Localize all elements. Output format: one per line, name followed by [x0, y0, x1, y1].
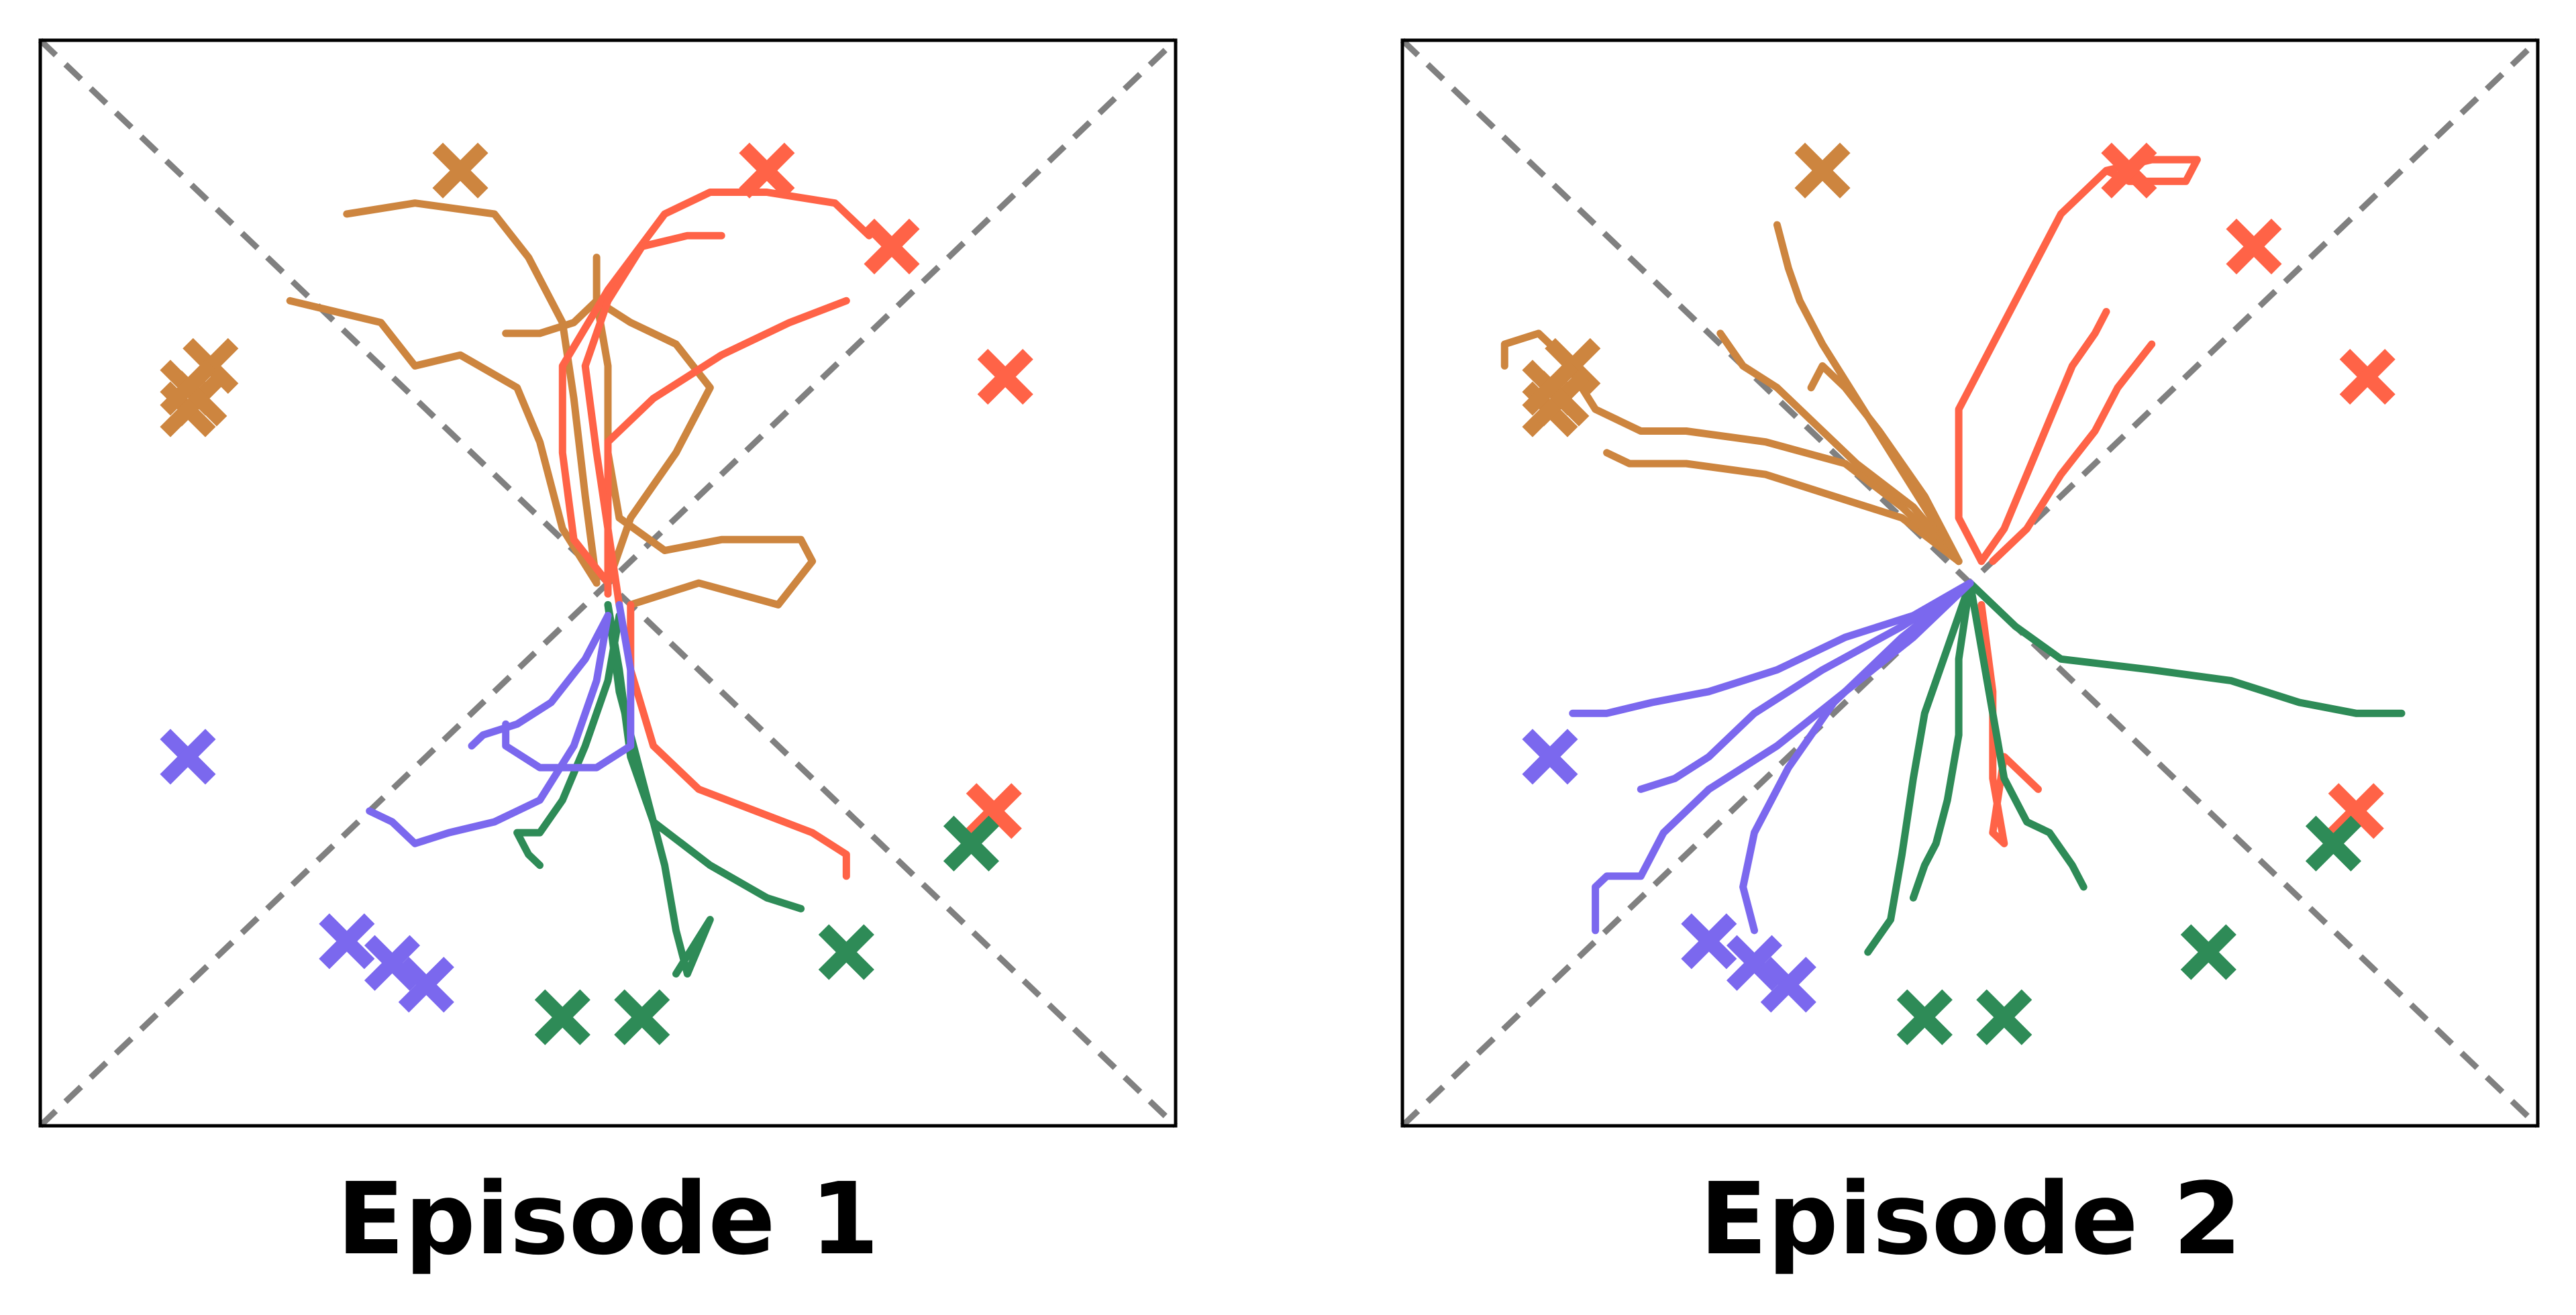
purple-trajectory: [502, 600, 635, 772]
purple-target-marker: [1522, 729, 1578, 785]
green-target-marker: [534, 989, 590, 1045]
purple-trajectory: [1592, 579, 1974, 935]
red-target-marker: [2339, 349, 2395, 405]
red-trajectory: [1955, 156, 2201, 566]
red-target-marker: [2226, 218, 2282, 274]
red-target-marker: [864, 218, 920, 274]
orange-trajectory: [1603, 449, 1963, 566]
orange-trajectory: [1773, 221, 1963, 566]
orange-trajectory: [593, 254, 817, 609]
purple-trajectory: [366, 612, 612, 847]
green-trajectory: [1909, 579, 1974, 902]
green-target-marker: [943, 815, 999, 872]
red-trajectory: [604, 297, 850, 598]
green-target-marker: [614, 989, 670, 1045]
purple-trajectory: [1569, 579, 1974, 717]
axes-frame: [38, 38, 1178, 1128]
orange-trajectory: [1807, 362, 1963, 566]
purple-target-marker: [364, 935, 421, 991]
purple-target-marker: [160, 729, 216, 785]
orange-trajectory: [1500, 329, 1963, 566]
purple-target-marker: [319, 913, 375, 969]
purple-trajectory: [1637, 579, 1974, 793]
green-target-marker: [818, 924, 874, 980]
green-trajectory: [604, 600, 714, 978]
orange-trajectory: [286, 297, 601, 587]
red-trajectory: [627, 600, 850, 880]
green-target-marker: [1976, 989, 2032, 1045]
green-trajectory: [513, 612, 623, 870]
episode-2-title: Episode 2: [1700, 1161, 2242, 1277]
orange-target-marker: [1522, 360, 1578, 416]
red-trajectory: [1989, 340, 2156, 566]
purple-trajectory: [468, 612, 612, 750]
purple-target-marker: [398, 957, 454, 1013]
red-trajectory: [581, 231, 725, 609]
purple-target-marker: [1681, 913, 1737, 969]
orange-target-marker: [1794, 142, 1851, 199]
red-target-marker: [2101, 142, 2157, 199]
green-target-marker: [2180, 924, 2236, 980]
red-target-marker: [977, 349, 1033, 405]
orange-trajectory: [1716, 329, 1963, 566]
green-trajectory: [1966, 579, 2406, 717]
red-trajectory: [1977, 308, 2110, 566]
episode-2-panel: [1400, 38, 2540, 1128]
green-target-marker: [1896, 989, 1953, 1045]
green-trajectory: [1966, 579, 2088, 891]
orange-trajectory: [502, 297, 714, 587]
orange-trajectory: [343, 199, 601, 587]
orange-target-marker: [160, 360, 216, 416]
purple-target-marker: [1760, 957, 1816, 1013]
purple-trajectory: [1739, 579, 1974, 935]
red-target-marker: [739, 142, 795, 199]
episode-1-panel: [38, 38, 1178, 1128]
green-target-marker: [2305, 815, 2361, 872]
axes-frame: [1400, 38, 2540, 1128]
purple-target-marker: [1726, 935, 1783, 991]
episode-1-title: Episode 1: [337, 1161, 879, 1277]
green-trajectory: [1864, 579, 1974, 956]
orange-target-marker: [432, 142, 488, 199]
